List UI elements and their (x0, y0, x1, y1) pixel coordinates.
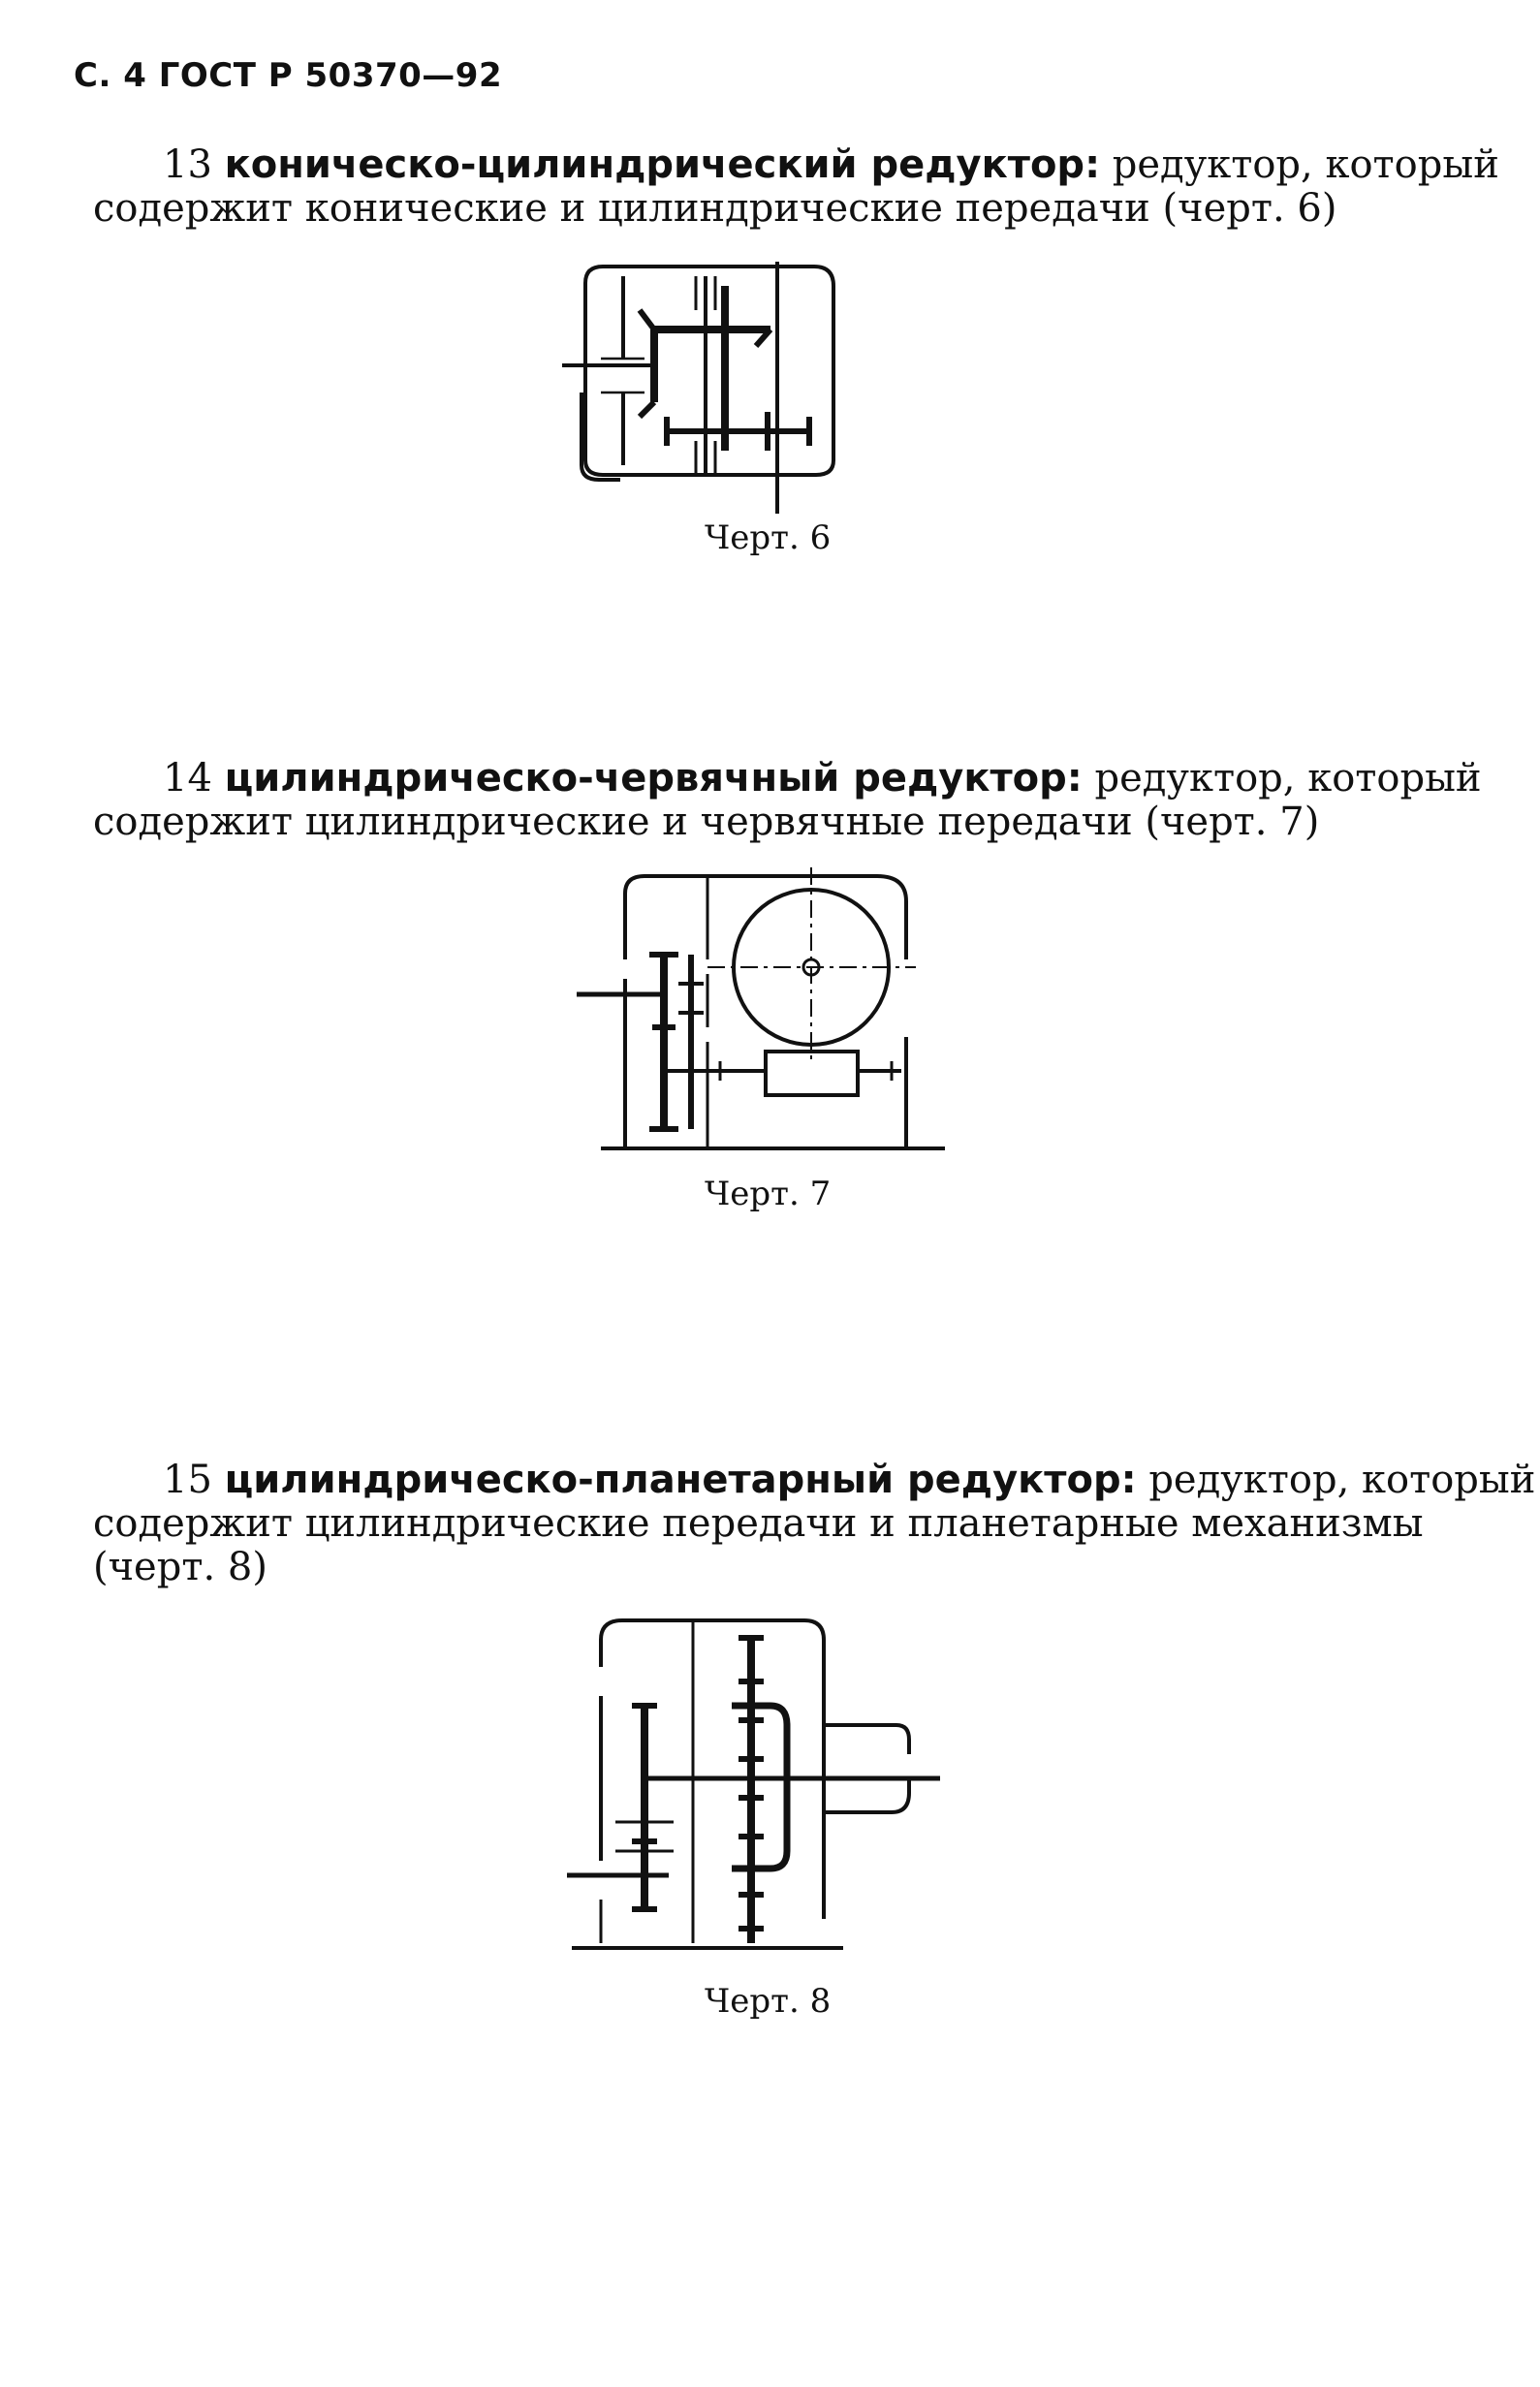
definition-13: 13 коническо-цилиндрический редуктор: ре… (93, 142, 1499, 231)
definition-13-line-2: содержит конические и цилиндрические пер… (93, 186, 1337, 231)
definition-15: 15 цилиндрическо-планетарный редуктор: р… (93, 1458, 1535, 1589)
figure-8-caption: Черт. 8 (705, 1982, 832, 2021)
definition-text: редуктор, который (1112, 142, 1499, 187)
definition-text: редуктор, который (1094, 756, 1482, 801)
figure-6-diagram (562, 262, 835, 514)
definition-14-line-1: 14 цилиндрическо-червячный редуктор: ред… (93, 756, 1482, 801)
term: цилиндрическо-червячный редуктор: (224, 756, 1083, 801)
term: цилиндрическо-планетарный редуктор: (224, 1458, 1137, 1502)
term: коническо-цилиндрический редуктор: (224, 142, 1101, 187)
page-header: С. 4 ГОСТ Р 50370—92 (74, 56, 503, 95)
definition-text: редуктор, который (1148, 1458, 1536, 1502)
definition-14-line-2: содержит цилиндрические и червячные пере… (93, 800, 1320, 844)
figure-8-diagram (567, 1618, 940, 1950)
definition-15-line-3: (черт. 8) (93, 1545, 267, 1589)
figure-7-caption: Черт. 7 (705, 1175, 832, 1213)
definition-13-line-1: 13 коническо-цилиндрический редуктор: ре… (93, 142, 1499, 187)
definition-14: 14 цилиндрическо-червячный редуктор: ред… (93, 756, 1482, 844)
figure-7-diagram (577, 867, 945, 1150)
item-number: 14 (163, 756, 212, 801)
item-number: 13 (163, 142, 212, 187)
item-number: 15 (163, 1458, 212, 1502)
figure-6-caption: Черт. 6 (705, 518, 832, 557)
definition-15-line-1: 15 цилиндрическо-планетарный редуктор: р… (93, 1458, 1535, 1502)
definition-15-line-2: содержит цилиндрические передачи и плане… (93, 1501, 1424, 1546)
